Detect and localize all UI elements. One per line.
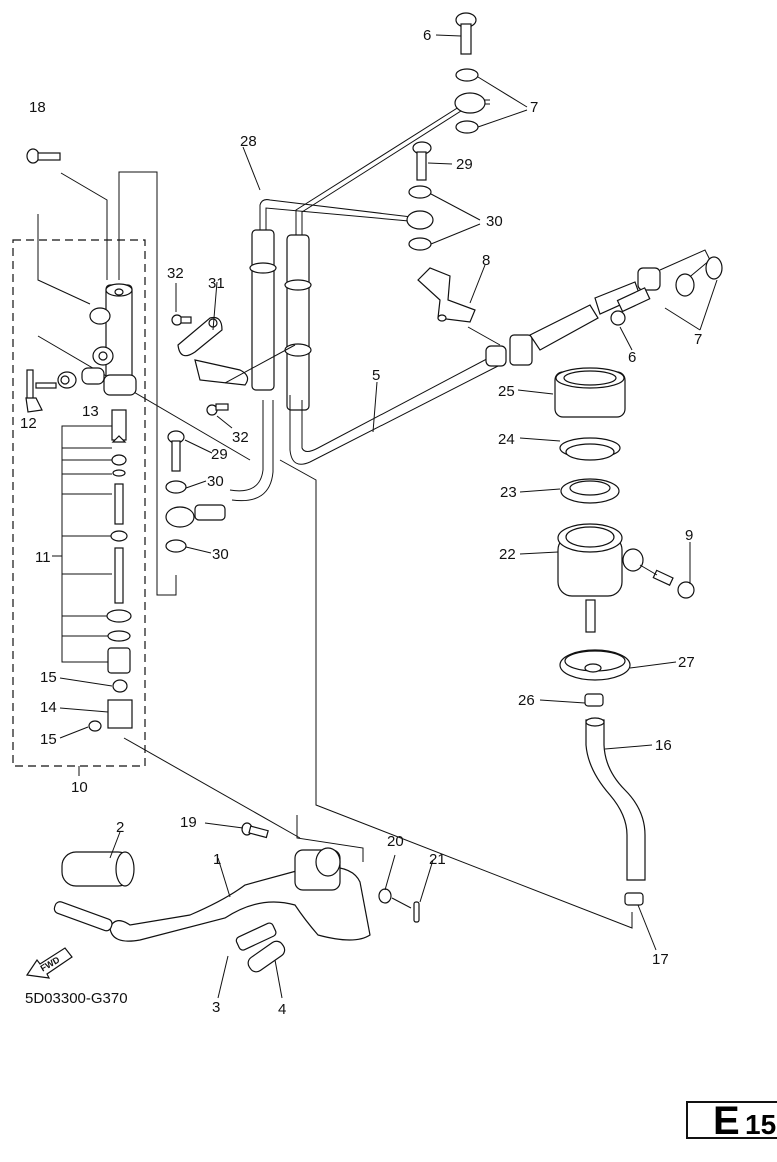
callout-21: 21 xyxy=(429,851,446,868)
banjo-bolt-6-right xyxy=(610,287,651,326)
callout-14: 14 xyxy=(40,699,57,716)
hose-clamp-17 xyxy=(624,892,644,906)
callout-28: 28 xyxy=(240,133,257,150)
callout-6-top: 6 xyxy=(423,27,432,44)
washer-30-d xyxy=(408,237,432,251)
brake-pedal-1 xyxy=(109,847,371,942)
diagram-code: 5D03300-G370 xyxy=(25,990,128,1007)
callout-2: 2 xyxy=(116,819,125,836)
callout-16: 16 xyxy=(655,737,672,754)
page-label-number: 15 xyxy=(745,1109,777,1140)
washer-30-a xyxy=(165,480,187,494)
hose-clamp-26 xyxy=(584,693,604,707)
callout-30-middle: 30 xyxy=(207,473,224,490)
callout-22: 22 xyxy=(499,546,516,563)
callout-17: 17 xyxy=(652,951,669,968)
banjo-bolt-29-left xyxy=(167,430,185,472)
callout-29-top: 29 xyxy=(456,156,473,173)
callout-19: 19 xyxy=(180,814,197,831)
hose-banjo-right xyxy=(406,210,434,230)
spacer-4 xyxy=(247,940,286,973)
callout-23: 23 xyxy=(500,484,517,501)
bolt-9 xyxy=(652,569,695,599)
washer-30-c xyxy=(408,185,432,199)
nut-15 xyxy=(112,679,128,693)
reservoir-tank-22 xyxy=(557,523,644,633)
callout-30-lower: 30 xyxy=(212,546,229,563)
callout-15-upper: 15 xyxy=(40,669,57,686)
diaphragm-23 xyxy=(560,478,620,504)
washer-7-a xyxy=(455,68,479,82)
washer-7-b xyxy=(455,120,479,134)
callout-26: 26 xyxy=(518,692,535,709)
hose-joint-12 xyxy=(25,369,57,413)
diaphragm-holder-24 xyxy=(559,437,621,461)
callout-32-lower: 32 xyxy=(232,429,249,446)
return-spring-3 xyxy=(235,922,277,951)
page-label-box: E 15 xyxy=(686,1099,777,1143)
bolt-32-lower xyxy=(206,403,229,416)
callout-30-top: 30 xyxy=(486,213,503,230)
callout-29-left: 29 xyxy=(211,446,228,463)
clevis-14 xyxy=(107,699,133,729)
callout-24: 24 xyxy=(498,431,515,448)
brake-hose-5 xyxy=(289,249,723,465)
callout-10: 10 xyxy=(71,779,88,796)
callout-20: 20 xyxy=(387,833,404,850)
reservoir-cover-27 xyxy=(559,649,631,681)
clamp-31 xyxy=(177,316,249,386)
assembly-boundary-10 xyxy=(12,239,146,767)
nut-15-lower xyxy=(88,720,102,732)
pedal-shaft xyxy=(53,901,113,932)
callout-25: 25 xyxy=(498,383,515,400)
callout-9: 9 xyxy=(685,527,694,544)
callout-7-right: 7 xyxy=(694,331,703,348)
bolt-18 xyxy=(26,148,61,164)
master-cylinder xyxy=(81,283,137,396)
callout-11: 11 xyxy=(35,549,51,566)
callout-32-upper: 32 xyxy=(167,265,184,282)
callout-8: 8 xyxy=(482,252,491,269)
bolt-19 xyxy=(241,822,269,839)
reservoir-hose-16 xyxy=(585,717,646,881)
o-ring-13 xyxy=(57,371,77,389)
callout-5: 5 xyxy=(372,367,381,384)
washer-20 xyxy=(378,888,392,904)
footpeg-rubber-2 xyxy=(61,851,135,887)
clamp-8 xyxy=(417,267,476,323)
callout-13: 13 xyxy=(82,403,99,420)
callout-12: 12 xyxy=(20,415,37,432)
banjo-bolt-6-top xyxy=(455,12,477,55)
forward-arrow-icon xyxy=(25,947,73,979)
callout-4: 4 xyxy=(278,1001,287,1018)
callout-27: 27 xyxy=(678,654,695,671)
callout-18: 18 xyxy=(29,99,46,116)
callout-3: 3 xyxy=(212,999,221,1016)
bolt-32-upper xyxy=(171,314,192,326)
callout-6-right: 6 xyxy=(628,349,637,366)
cotter-pin-21 xyxy=(413,901,420,923)
callout-15-lower: 15 xyxy=(40,731,57,748)
reservoir-cap-25 xyxy=(554,367,626,418)
callout-1: 1 xyxy=(213,851,222,868)
piston-kit-11 xyxy=(106,409,132,674)
callout-7-top: 7 xyxy=(530,99,539,116)
hose-banjo-top xyxy=(454,92,486,114)
page-label-letter: E xyxy=(713,1099,740,1143)
banjo-bolt-29-right xyxy=(412,141,432,181)
callout-31: 31 xyxy=(208,275,225,292)
washer-30-b xyxy=(165,539,187,553)
